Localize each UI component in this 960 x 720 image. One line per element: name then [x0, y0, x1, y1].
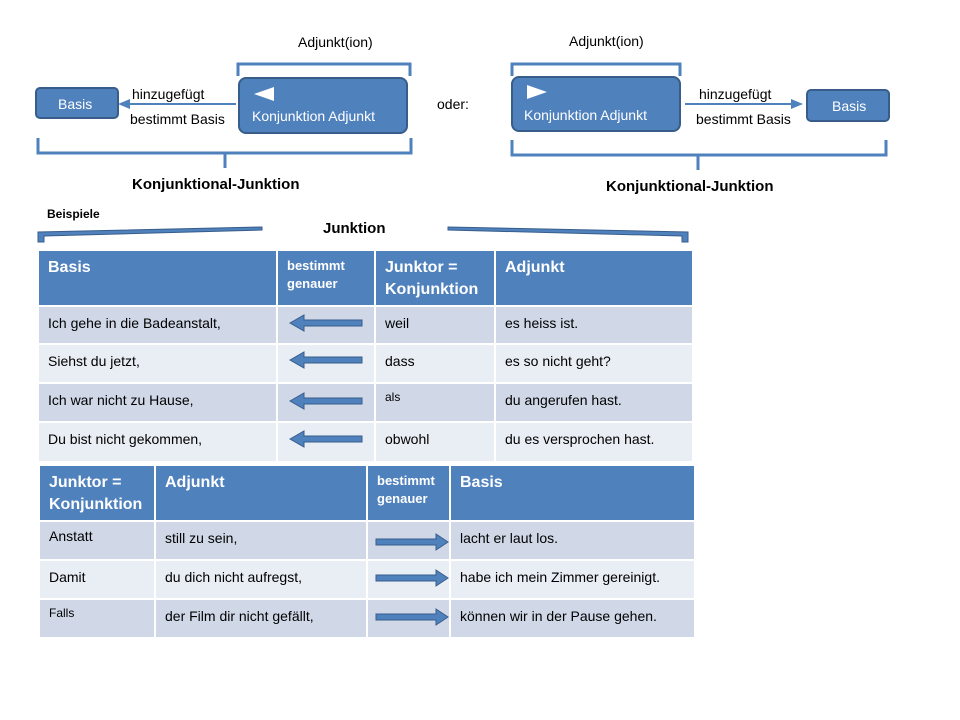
left-arrow-icon: [288, 430, 363, 448]
table-row: Ich war nicht zu Hause, als du angerufen…: [37, 382, 694, 423]
cell-arrow: [366, 520, 451, 561]
arrow-left-head: [118, 99, 130, 109]
header-bestimmt: bestimmt genauer: [276, 249, 376, 307]
table-row: Siehst du jetzt, dass es so nicht geht?: [37, 343, 694, 384]
determines-label-left: bestimmt Basis: [130, 111, 225, 127]
cell-adjunkt: du dich nicht aufregst,: [154, 559, 368, 600]
table-row: Ich gehe in die Badeanstalt, weil es hei…: [37, 305, 694, 345]
added-label-right: hinzugefügt: [699, 86, 772, 102]
table-header-row: Junktor = Konjunktion Adjunkt bestimmt g…: [38, 464, 696, 522]
cell-adjunkt: es so nicht geht?: [494, 343, 694, 384]
cell-junktor: als: [374, 382, 496, 423]
cell-adjunkt: still zu sein,: [154, 520, 368, 561]
cell-basis: Siehst du jetzt,: [37, 343, 278, 384]
table-row: Falls der Film dir nicht gefällt, können…: [38, 598, 696, 639]
cell-basis: habe ich mein Zimmer gereinigt.: [449, 559, 696, 600]
cell-junktor: obwohl: [374, 421, 496, 463]
cell-arrow: [276, 343, 376, 384]
cell-junktor: Falls: [38, 598, 156, 639]
basis-box-left: Basis: [35, 87, 119, 119]
added-label-left: hinzugefügt: [132, 86, 205, 102]
caption-right: Konjunktional-Junktion: [606, 178, 774, 195]
table-header-row: Basis bestimmt genauer Junktor = Konjunk…: [37, 249, 694, 307]
junktion-brace-right: [510, 140, 888, 170]
caption-left: Konjunktional-Junktion: [132, 176, 300, 193]
left-arrow-icon: [288, 314, 363, 332]
basis-box-right-label: Basis: [832, 98, 867, 114]
table-row: Anstatt still zu sein, lacht er laut los…: [38, 520, 696, 561]
right-arrow-icon: [375, 569, 448, 587]
oder-label: oder:: [437, 96, 469, 112]
cell-basis: Ich war nicht zu Hause,: [37, 382, 278, 423]
cell-adjunkt: du es versprochen hast.: [494, 421, 694, 463]
triangle-left-icon: [254, 87, 274, 101]
adjunktion-label-right: Adjunkt(ion): [569, 33, 644, 49]
cell-arrow: [366, 598, 451, 639]
cell-arrow: [276, 382, 376, 423]
adjunktion-label-left: Adjunkt(ion): [298, 34, 373, 50]
cell-basis: Du bist nicht gekommen,: [37, 421, 278, 463]
junktion-wedge-left: [37, 226, 263, 243]
examples-label: Beispiele: [47, 207, 100, 221]
basis-box-left-label: Basis: [58, 96, 93, 112]
header-bestimmt: bestimmt genauer: [366, 464, 451, 522]
top-diagram-lines: [36, 62, 888, 243]
examples-table-1: Basis bestimmt genauer Junktor = Konjunk…: [37, 249, 694, 463]
junktion-brace-left: [36, 138, 413, 168]
header-adjunkt: Adjunkt: [154, 464, 368, 522]
cell-junktor: dass: [374, 343, 496, 384]
cell-arrow: [276, 421, 376, 463]
header-adjunkt: Adjunkt: [494, 249, 694, 307]
adjunktion-bracket-right: [510, 62, 682, 76]
junktion-title: Junktion: [323, 220, 386, 237]
adjunktion-bracket-left: [236, 62, 412, 76]
header-basis: Basis: [449, 464, 696, 522]
konjunktion-adjunkt-left-label: Konjunktion Adjunkt: [252, 108, 375, 124]
header-junktor: Junktor = Konjunktion: [38, 464, 156, 522]
cell-arrow: [366, 559, 451, 600]
arrow-right-head: [791, 99, 803, 109]
cell-adjunkt: du angerufen hast.: [494, 382, 694, 423]
cell-basis: lacht er laut los.: [449, 520, 696, 561]
left-arrow-icon: [288, 351, 363, 369]
cell-junktor: Damit: [38, 559, 156, 600]
cell-arrow: [276, 305, 376, 345]
triangle-right-icon: [527, 85, 547, 99]
left-arrow-icon: [288, 392, 363, 410]
table-row: Du bist nicht gekommen, obwohl du es ver…: [37, 421, 694, 463]
cell-basis: können wir in der Pause gehen.: [449, 598, 696, 639]
header-junktor: Junktor = Konjunktion: [374, 249, 496, 307]
konjunktion-adjunkt-box-left: Konjunktion Adjunkt: [238, 77, 408, 134]
determines-label-right: bestimmt Basis: [696, 111, 791, 127]
right-arrow-icon: [375, 533, 448, 551]
basis-box-right: Basis: [806, 89, 890, 122]
cell-junktor: Anstatt: [38, 520, 156, 561]
konjunktion-adjunkt-right-label: Konjunktion Adjunkt: [524, 107, 647, 123]
cell-junktor: weil: [374, 305, 496, 345]
cell-adjunkt: es heiss ist.: [494, 305, 694, 345]
junktion-wedge-right: [447, 226, 689, 243]
examples-table-2: Junktor = Konjunktion Adjunkt bestimmt g…: [38, 464, 696, 639]
cell-basis: Ich gehe in die Badeanstalt,: [37, 305, 278, 345]
header-basis: Basis: [37, 249, 278, 307]
cell-adjunkt: der Film dir nicht gefällt,: [154, 598, 368, 639]
table-row: Damit du dich nicht aufregst, habe ich m…: [38, 559, 696, 600]
right-arrow-icon: [375, 608, 448, 626]
konjunktion-adjunkt-box-right: Konjunktion Adjunkt: [511, 76, 681, 132]
